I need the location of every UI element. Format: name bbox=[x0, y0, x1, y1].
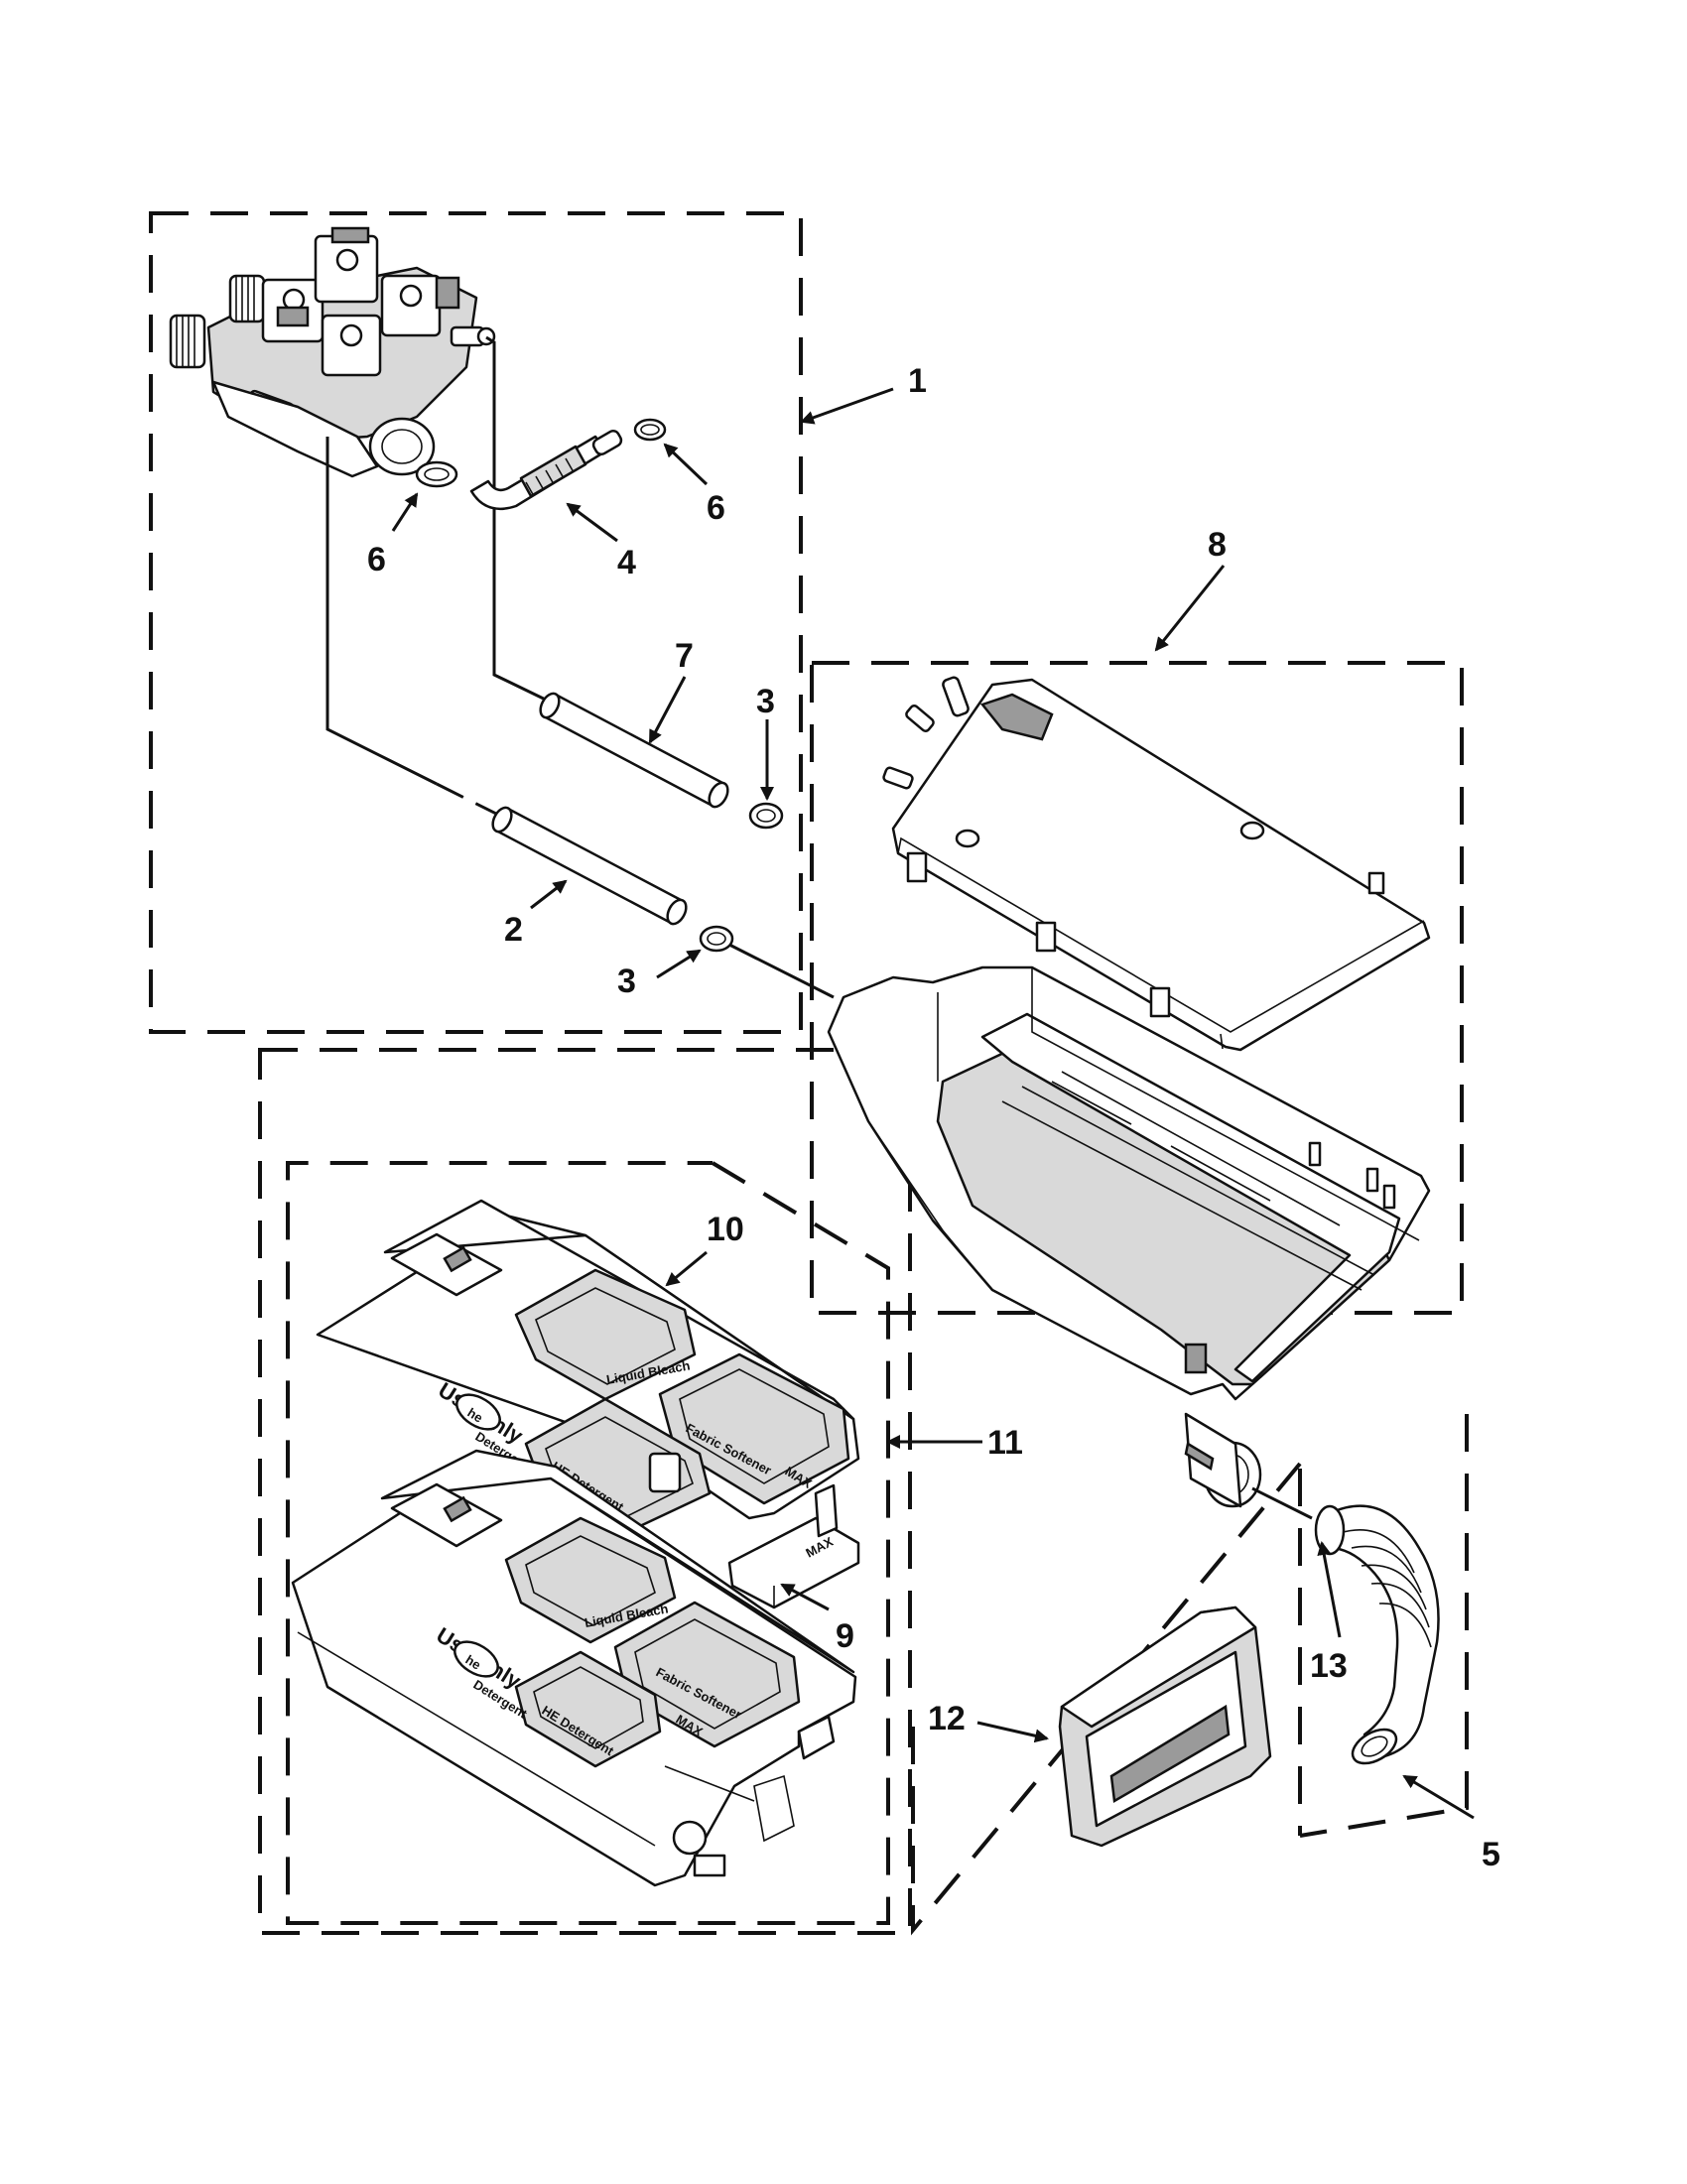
callout-6a: 6 bbox=[367, 541, 386, 578]
dispenser-drawer-icon: Use Only he Detergent Liquid Bleach Fabr… bbox=[291, 1449, 857, 1887]
leader-4 bbox=[566, 502, 618, 543]
water-valve-icon bbox=[169, 226, 496, 478]
drawer-insert-icon: Use Only he Detergent Liquid Bleach Fabr… bbox=[316, 1199, 860, 1535]
callout-3b: 3 bbox=[617, 963, 636, 1000]
dispenser-cover-icon bbox=[882, 676, 1431, 1052]
tube-2-icon bbox=[491, 806, 688, 926]
leader-7 bbox=[648, 676, 687, 744]
callout-13: 13 bbox=[1310, 1647, 1348, 1685]
dispenser-housing-icon bbox=[827, 965, 1431, 1508]
leader-3b bbox=[656, 949, 702, 979]
callout-4: 4 bbox=[617, 544, 636, 581]
tube-7-icon bbox=[539, 692, 729, 809]
clamp-3-lower-icon bbox=[699, 925, 734, 953]
group-box-drawer-inner bbox=[286, 1161, 890, 1925]
callout-9: 9 bbox=[836, 1617, 854, 1655]
outlet-to-hose-line bbox=[1251, 1486, 1313, 1520]
leader-1 bbox=[800, 387, 894, 425]
leader-6a bbox=[391, 492, 419, 532]
callout-3a: 3 bbox=[756, 683, 775, 720]
leader-5 bbox=[1402, 1774, 1475, 1820]
callout-11: 11 bbox=[987, 1424, 1023, 1462]
group-box-handle bbox=[911, 1462, 1302, 1936]
callout-6b: 6 bbox=[707, 489, 725, 527]
leader-13 bbox=[1317, 1541, 1342, 1638]
group-box-valve bbox=[149, 211, 803, 1034]
leader-8 bbox=[1154, 565, 1226, 652]
leader-2 bbox=[530, 879, 568, 910]
tube-line-to-housing bbox=[728, 943, 835, 999]
callout-1: 1 bbox=[908, 362, 927, 400]
clamp-icon-left bbox=[415, 460, 458, 488]
leader-6b bbox=[663, 443, 709, 486]
clamp-3-upper-icon bbox=[748, 802, 784, 830]
callout-5: 5 bbox=[1482, 1836, 1500, 1873]
callout-10: 10 bbox=[707, 1211, 744, 1248]
callout-8: 8 bbox=[1208, 526, 1227, 564]
drawer-handle-icon bbox=[1058, 1606, 1272, 1848]
group-box-hose bbox=[1299, 1414, 1469, 1838]
tube-line-upper bbox=[485, 335, 557, 707]
hose-icon bbox=[1314, 1504, 1440, 1765]
leader-12 bbox=[976, 1721, 1049, 1743]
callout-12: 12 bbox=[928, 1700, 966, 1737]
tube-line-lower-dash bbox=[436, 782, 507, 821]
group-box-drawer-assembly bbox=[258, 1048, 912, 1935]
leader-10 bbox=[665, 1250, 708, 1287]
callout-2: 2 bbox=[504, 911, 523, 949]
he-logo-drawer: he bbox=[462, 1652, 483, 1673]
callout-7: 7 bbox=[675, 637, 694, 675]
hose-elbow-icon bbox=[469, 430, 623, 511]
leader-9 bbox=[780, 1583, 830, 1611]
tube-line-lower bbox=[325, 437, 438, 786]
clamp-icon-right bbox=[633, 418, 667, 442]
he-logo-top: he bbox=[464, 1405, 485, 1426]
